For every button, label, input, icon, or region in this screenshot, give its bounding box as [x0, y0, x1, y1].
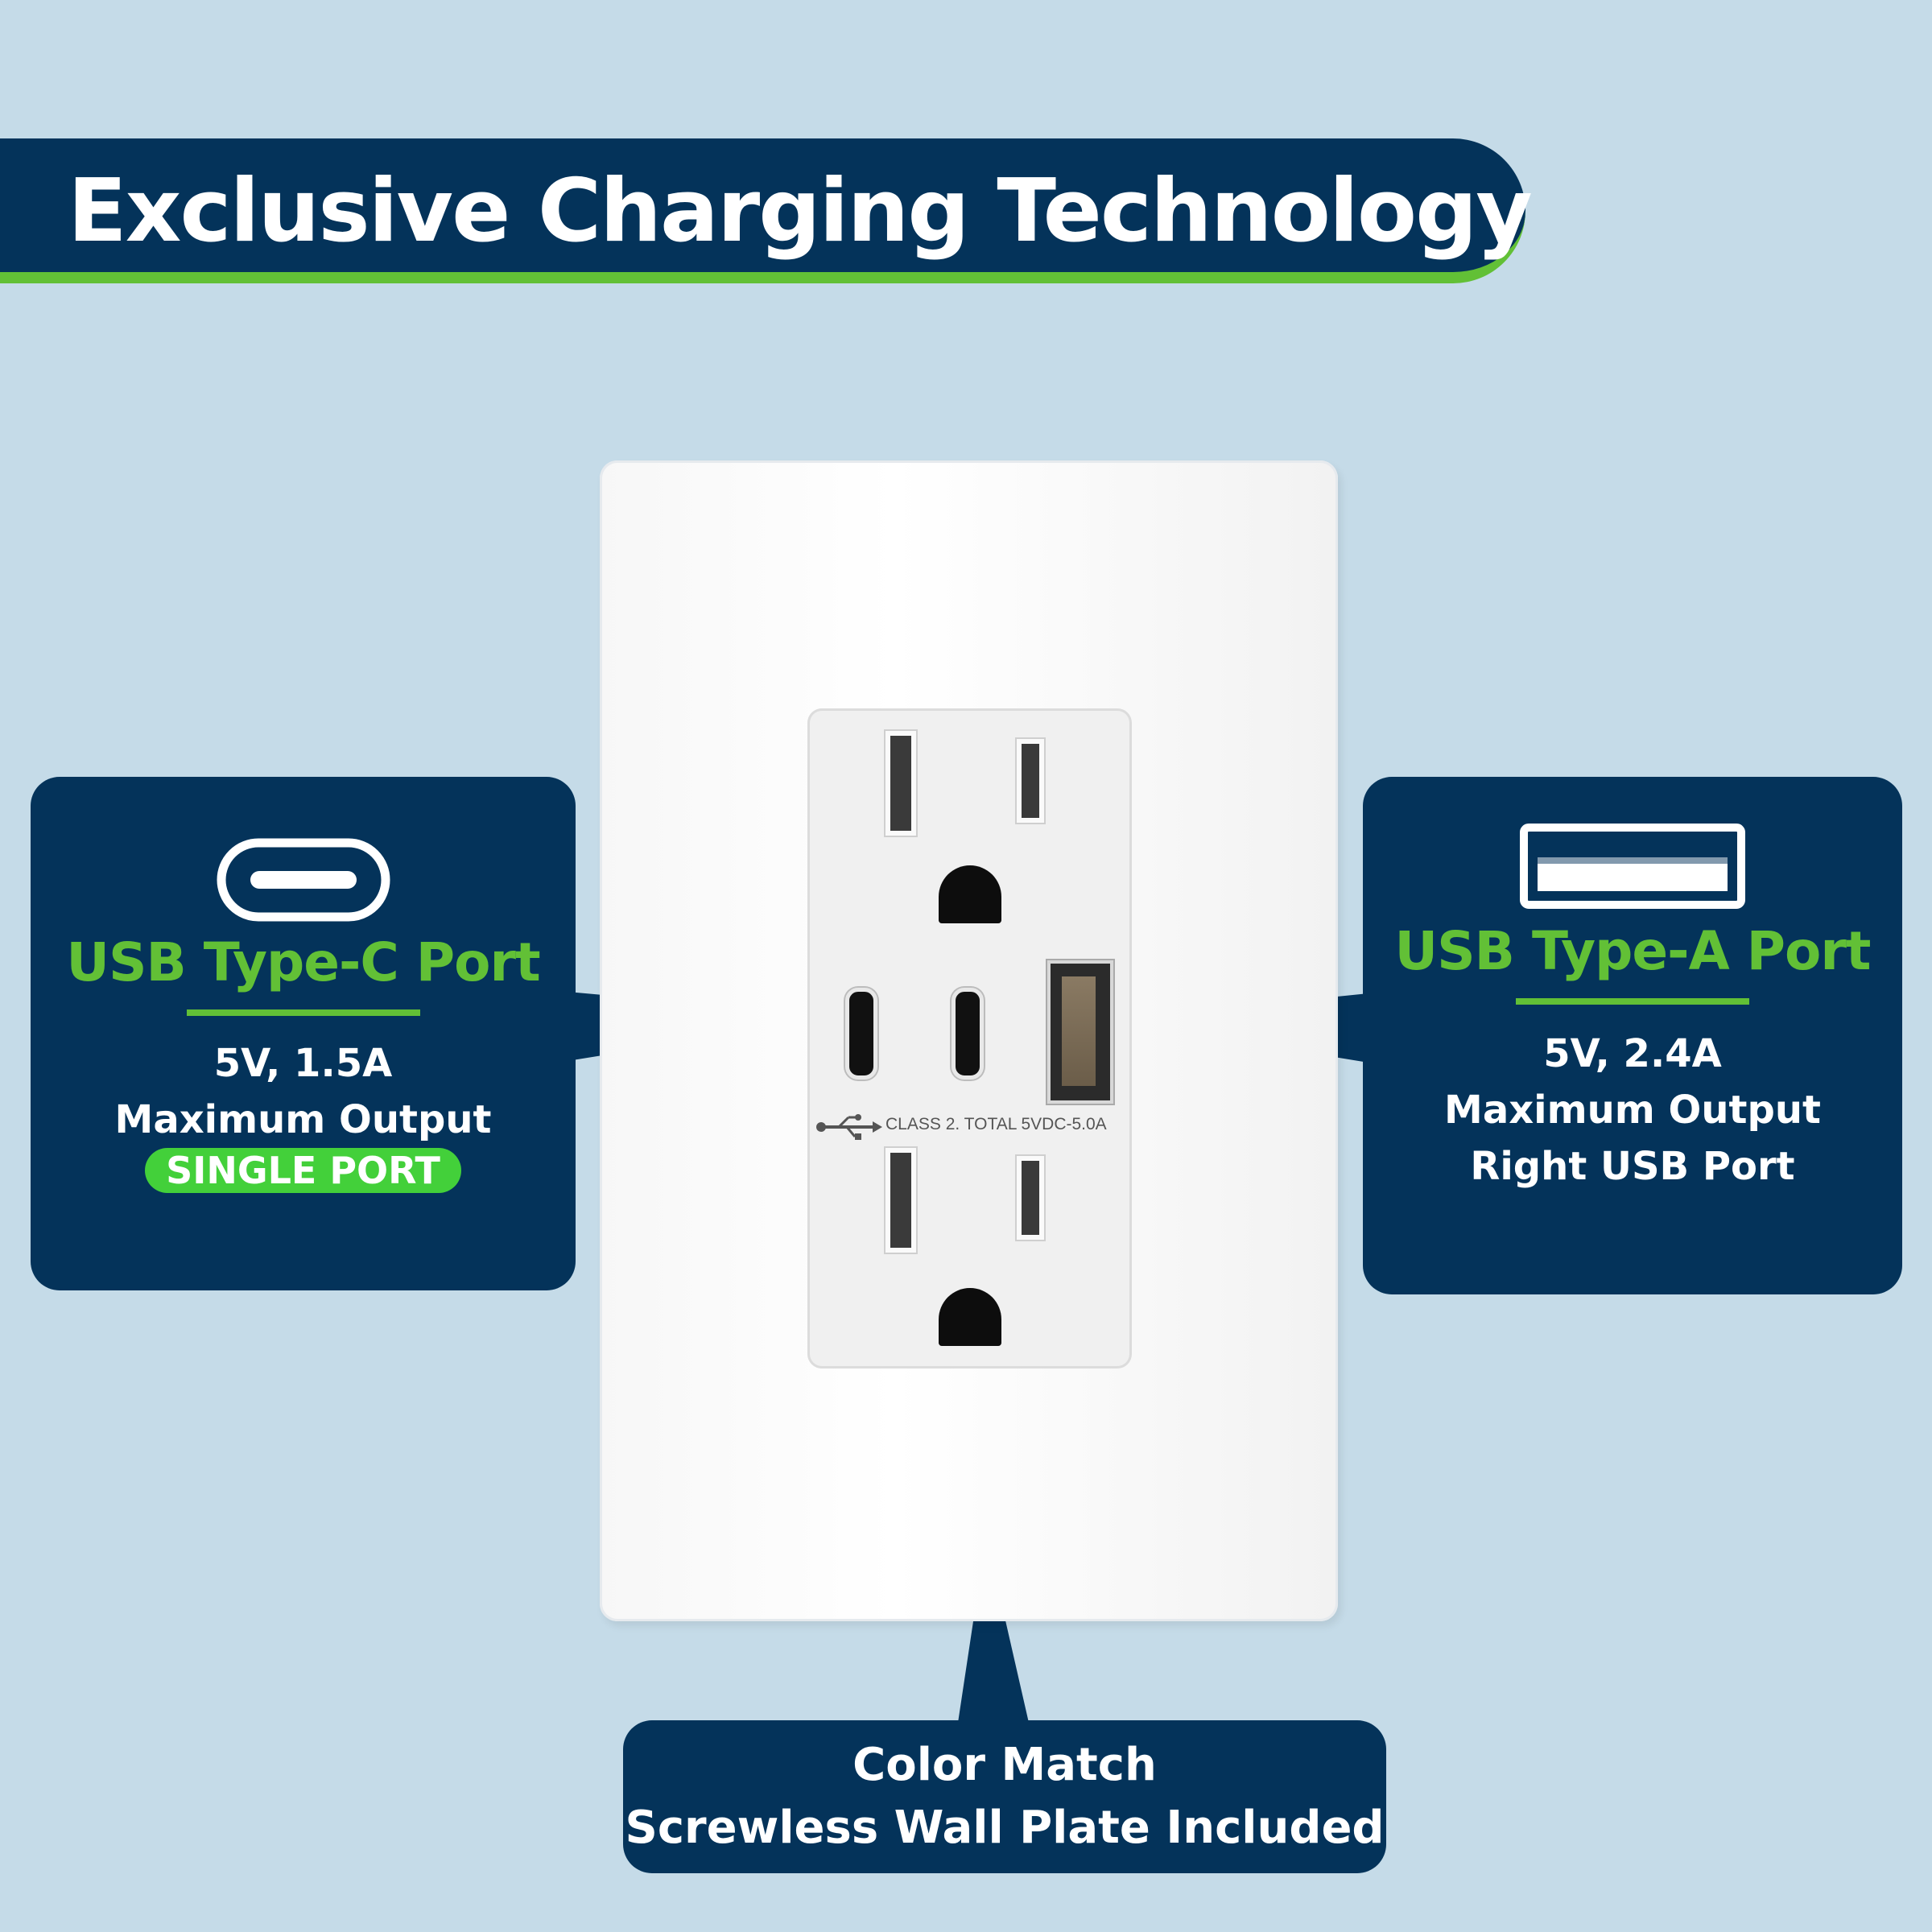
usb-c-spec-output: Maximum Output: [114, 1097, 492, 1142]
outlet-bottom-ground-hole: [939, 1288, 1001, 1346]
usb-a-port-icon: [1520, 824, 1745, 909]
outlet-bottom-hot-slot: [1017, 1156, 1044, 1240]
usb-c-callout: USB Type-C Port 5V, 1.5A Maximum Output …: [31, 777, 576, 1290]
usb-a-port: [1047, 960, 1113, 1104]
single-port-badge: SINGLE PORT: [145, 1148, 461, 1193]
outlet-top-neutral-slot: [886, 731, 916, 836]
plate-pointer: [958, 1536, 1029, 1723]
plate-line-2: Screwless Wall Plate Included: [625, 1802, 1385, 1854]
outlet-top-hot-slot: [1017, 739, 1044, 823]
outlet-rating-label: CLASS 2. TOTAL 5VDC-5.0A: [886, 1115, 1107, 1133]
wall-plate-callout: Color Match Screwless Wall Plate Include…: [623, 1720, 1386, 1873]
usb-c-port-right: [952, 988, 984, 1080]
page-title: Exclusive Charging Technology: [68, 161, 1533, 262]
usb-c-port-icon: [217, 838, 390, 922]
usb-c-port-left: [845, 988, 877, 1080]
usb-a-spec-port: Right USB Port: [1470, 1144, 1795, 1189]
usb-symbol-icon: [816, 1114, 882, 1140]
usb-a-title: USB Type-A Port: [1394, 920, 1872, 982]
usb-a-spec-output: Maximum Output: [1444, 1088, 1821, 1133]
usb-c-divider: [186, 1009, 420, 1016]
outlet-top-ground-hole: [939, 865, 1001, 923]
usb-c-spec-power: 5V, 1.5A: [213, 1041, 393, 1086]
outlet-bottom-neutral-slot: [886, 1148, 916, 1253]
usb-a-divider: [1516, 998, 1749, 1005]
plate-line-1: Color Match: [852, 1739, 1157, 1791]
usb-a-callout: USB Type-A Port 5V, 2.4A Maximum Output …: [1363, 777, 1902, 1294]
usb-c-title: USB Type-C Port: [66, 931, 540, 993]
usb-a-spec-power: 5V, 2.4A: [1543, 1031, 1722, 1076]
title-banner: Exclusive Charging Technology: [0, 138, 1533, 283]
usb-a-tongue: [1062, 976, 1096, 1086]
